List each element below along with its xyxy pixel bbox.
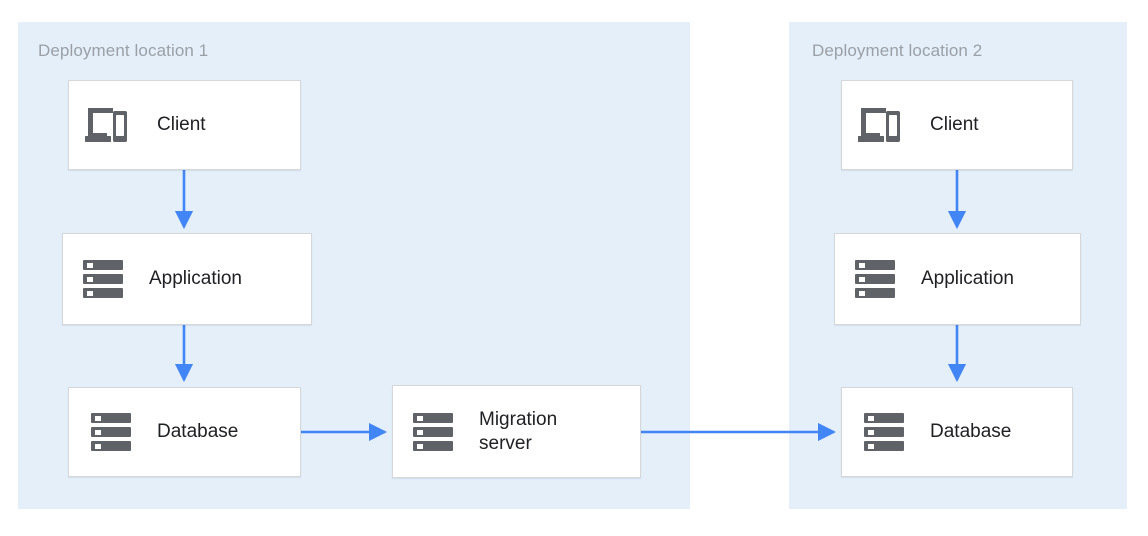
- node-database-1[interactable]: Database: [68, 387, 301, 477]
- node-migration-server[interactable]: Migration server: [392, 385, 641, 478]
- devices-icon: [856, 104, 902, 146]
- node-application-1-label: Application: [149, 268, 242, 289]
- deployment-zone-2-label: Deployment location 2: [812, 41, 983, 60]
- deployment-zone-1-label: Deployment location 1: [38, 41, 209, 60]
- node-database-1-label: Database: [157, 421, 239, 442]
- server-icon: [413, 411, 453, 453]
- devices-icon: [83, 104, 129, 146]
- node-application-2-label: Application: [921, 268, 1014, 289]
- server-icon: [83, 258, 123, 300]
- node-database-2[interactable]: Database: [841, 387, 1073, 477]
- node-client-1[interactable]: Client: [68, 80, 301, 170]
- server-icon: [91, 411, 131, 453]
- node-migration-server-label: Migration server: [479, 408, 558, 454]
- node-client-2[interactable]: Client: [841, 80, 1073, 170]
- node-database-2-label: Database: [930, 421, 1012, 442]
- server-icon: [855, 258, 895, 300]
- node-client-1-label: Client: [157, 114, 206, 135]
- node-client-2-label: Client: [930, 114, 979, 135]
- node-application-1[interactable]: Application: [62, 233, 312, 325]
- node-application-2[interactable]: Application: [834, 233, 1081, 325]
- server-icon: [864, 411, 904, 453]
